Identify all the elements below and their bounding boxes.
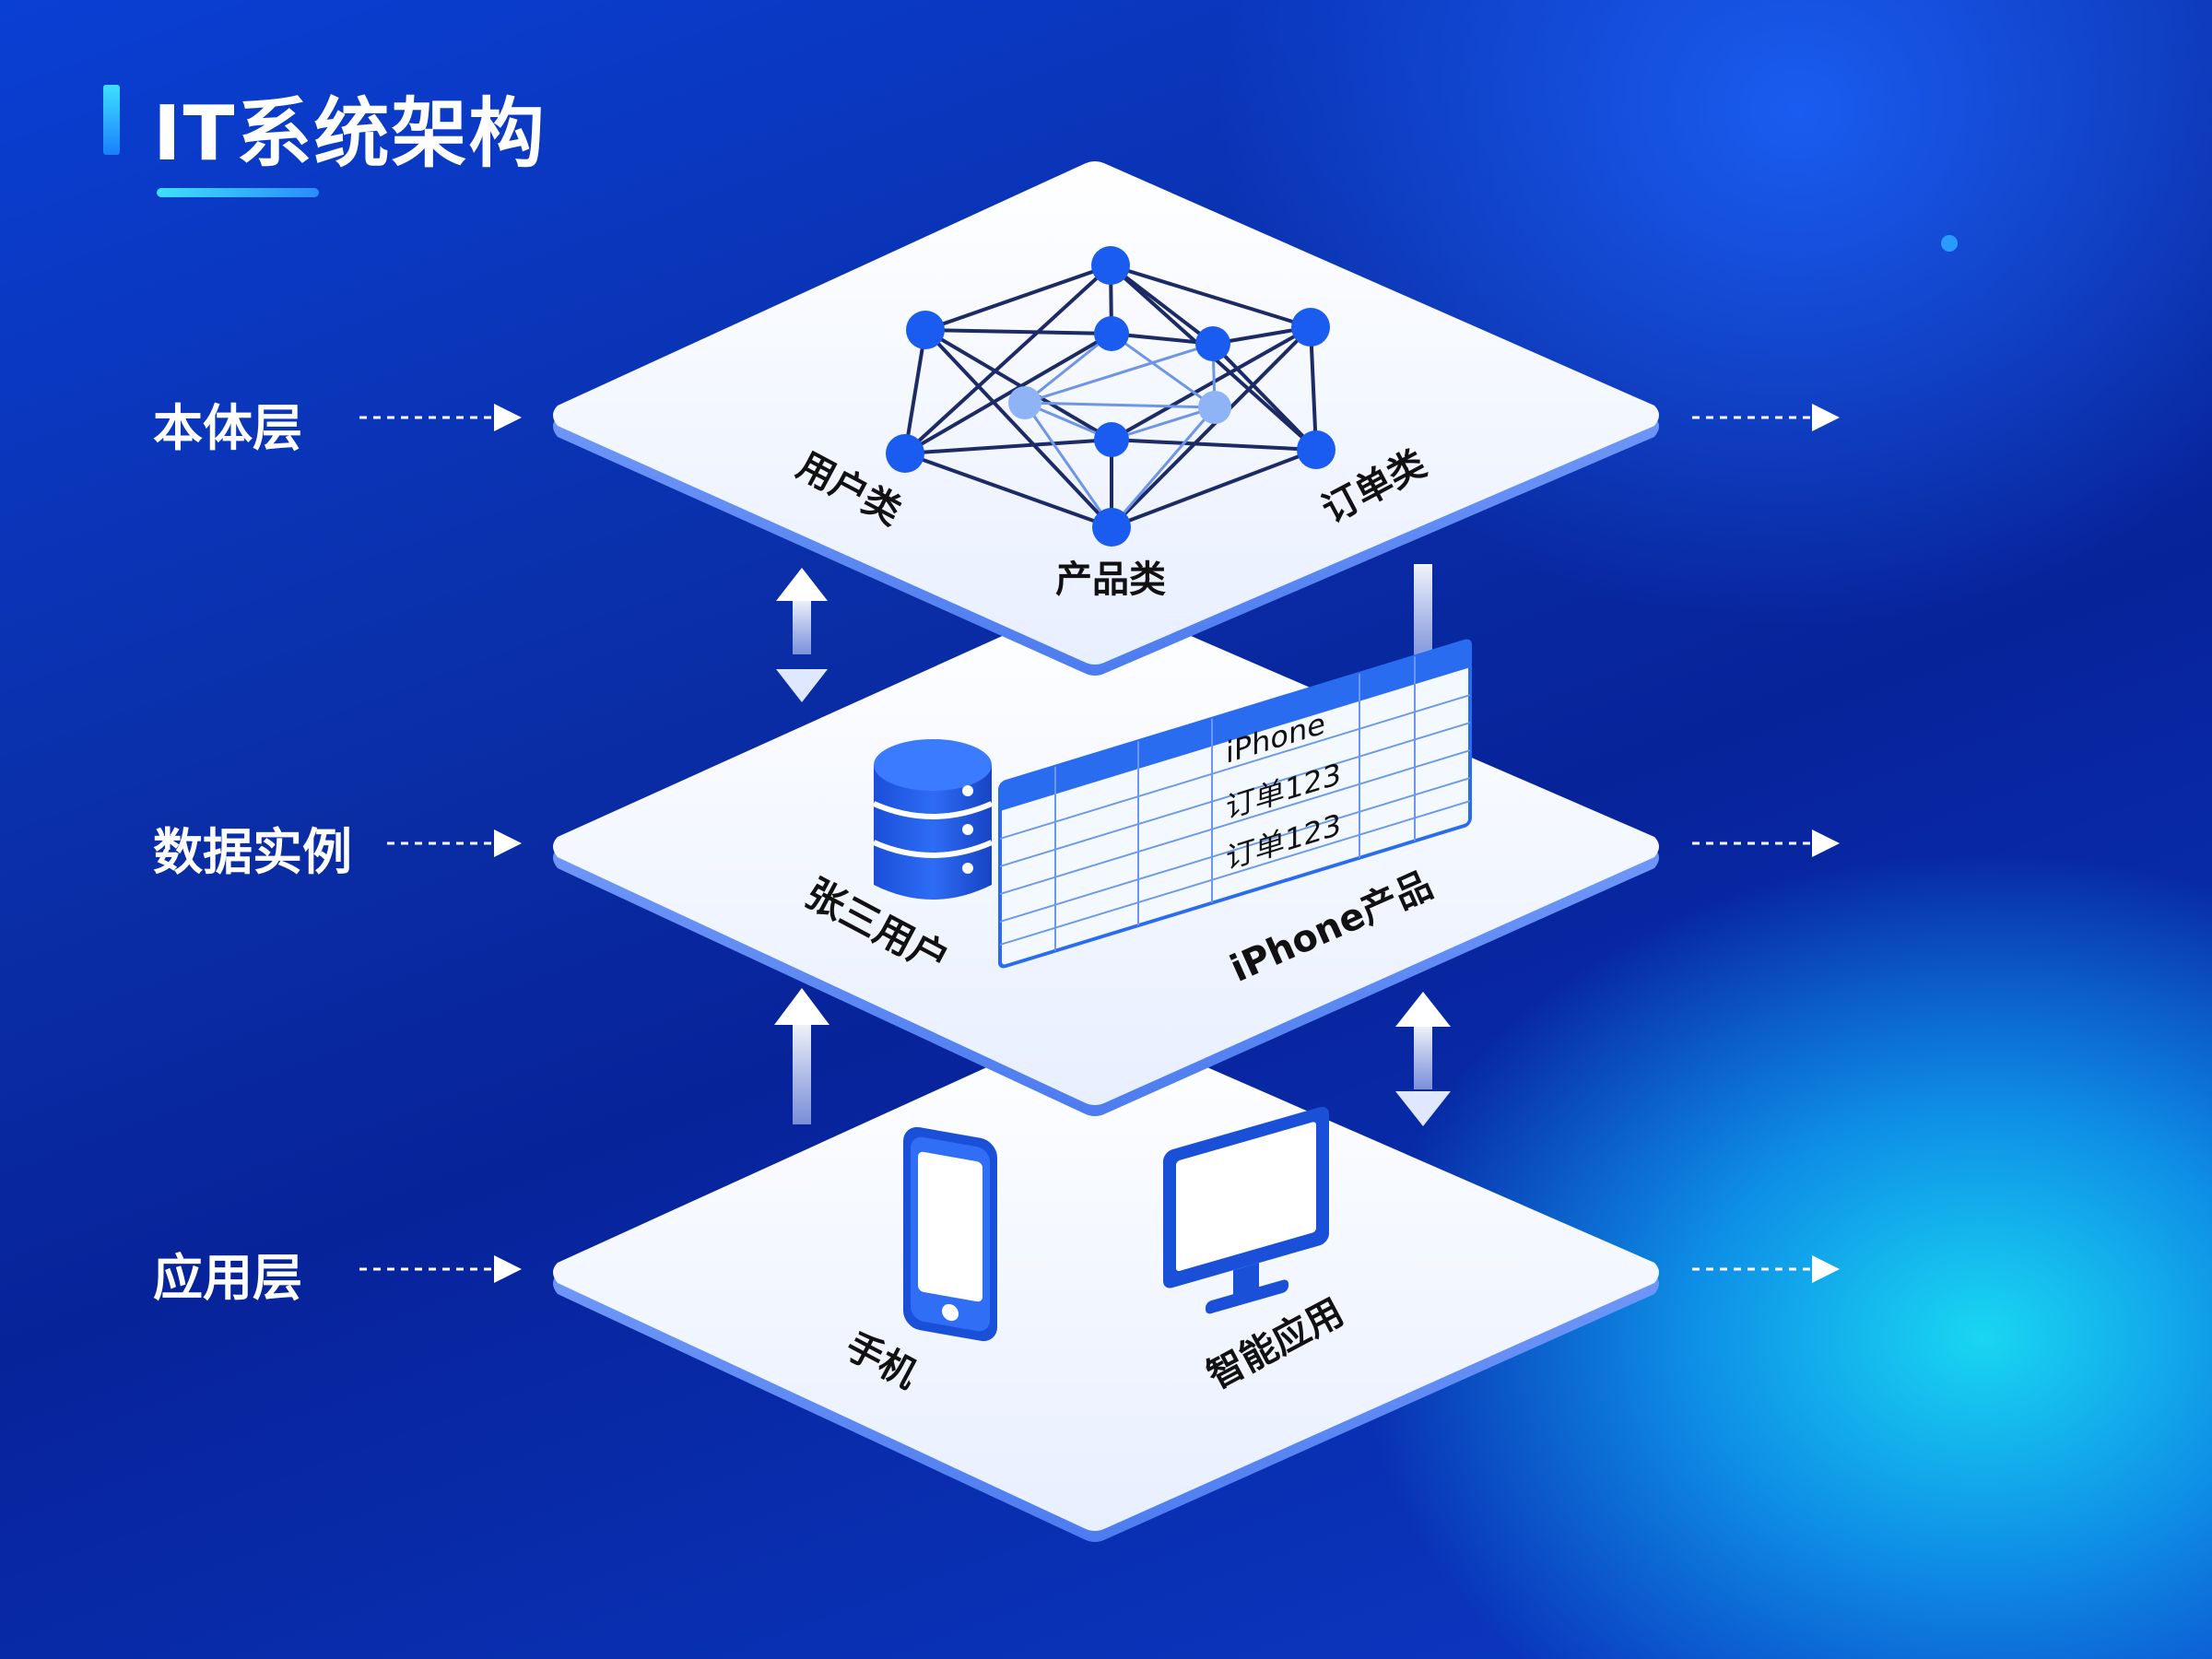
graph-node: [1297, 430, 1335, 469]
database-icon: [872, 739, 994, 900]
graph-node: [886, 434, 924, 473]
phone-icon: [903, 1126, 997, 1342]
data-table: iPhone 订单123 订单123: [998, 639, 1472, 969]
label-product-class: 产品类: [1055, 559, 1166, 601]
arrow-up-bottom-left: [774, 988, 830, 1124]
title-underline: [157, 188, 319, 197]
arrow-bidirectional-bottom-right: [1395, 992, 1451, 1126]
graph-node: [1291, 308, 1330, 347]
platform-ontology: [553, 161, 1659, 676]
platform-application: [553, 1020, 1659, 1542]
graph-node-light: [1198, 391, 1231, 424]
graph-node: [1092, 508, 1131, 547]
monitor-icon: [1163, 1106, 1329, 1314]
layer-label-ontology: 本体层: [153, 399, 302, 457]
layer-label-application: 应用层: [153, 1249, 302, 1307]
graph-node: [1091, 246, 1130, 285]
decorative-dot: [1941, 235, 1958, 252]
graph-node: [1094, 316, 1129, 351]
page-title: IT系统架构: [153, 90, 547, 178]
layer-label-data: 数据实例: [153, 823, 352, 881]
arrow-bidirectional-top-left: [776, 568, 828, 702]
graph-node: [1195, 326, 1230, 361]
graph-node-light: [1008, 386, 1041, 419]
title-accent-bar: [103, 85, 120, 155]
ontology-network-graph: [886, 246, 1335, 547]
graph-node: [906, 311, 945, 349]
graph-node: [1094, 422, 1129, 457]
